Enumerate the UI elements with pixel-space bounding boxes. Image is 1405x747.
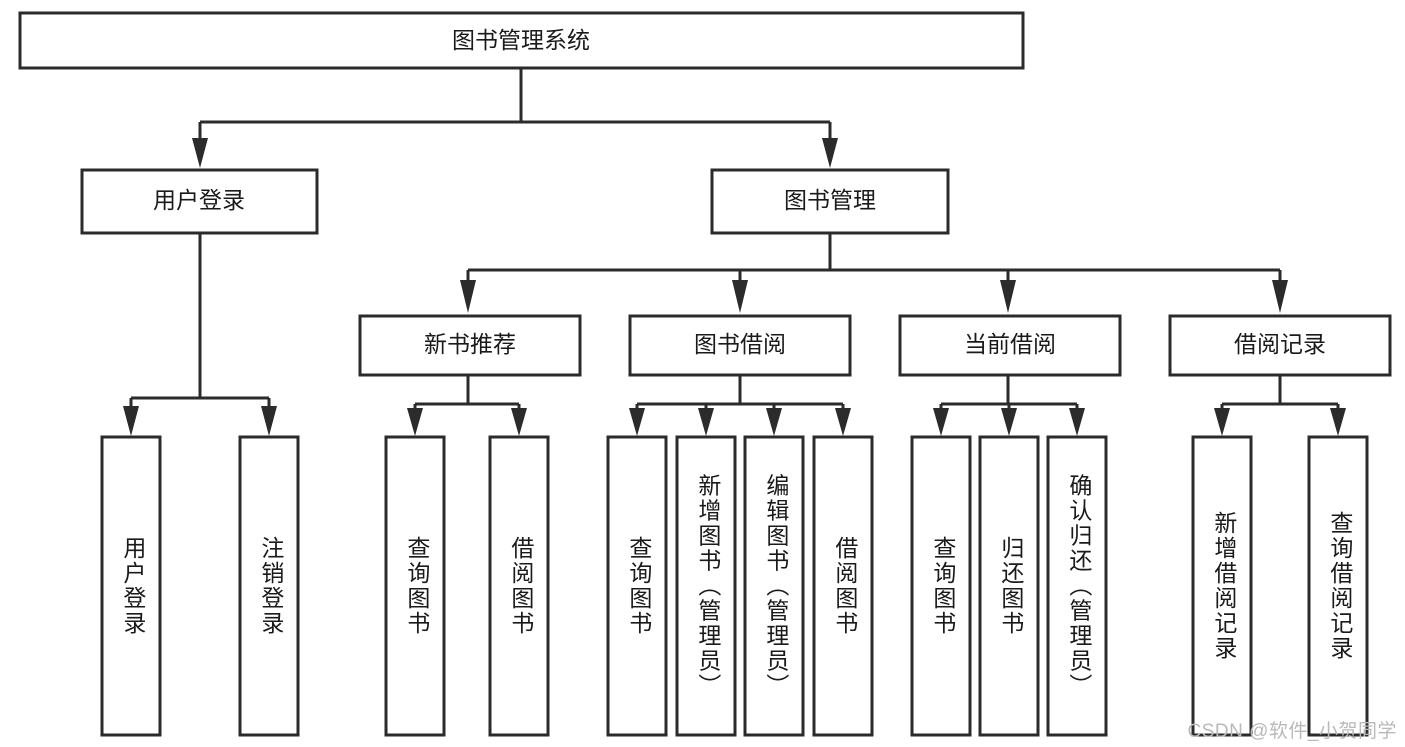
leaf-borrow-records-1[interactable]: 新增借阅记录 [1191,435,1253,737]
leaf-book-borrow-4-box[interactable] [812,435,874,737]
node-new-book-recommend[interactable]: 新书推荐 [358,314,582,377]
arrowhead-current-leaf-2 [1001,408,1017,436]
connector-layer [123,68,1346,436]
arrowhead-records-leaf-2 [1330,408,1346,436]
leaf-book-borrow-1-box[interactable] [606,435,668,737]
arrowhead-root-to-bookmgmt [822,138,838,168]
arrowhead-to-newbook [460,280,476,313]
leaf-current-borrow-2-label: 归还图书 [998,536,1025,636]
node-borrow-records-box[interactable] [1168,314,1392,377]
node-root[interactable]: 图书管理系统 [18,11,1025,70]
leaf-book-borrow-2-label: 新增图书（管理员） [695,474,722,699]
arrowhead-borrow-leaf-3 [766,408,782,436]
node-current-borrow[interactable]: 当前借阅 [898,314,1122,377]
node-user-login-box[interactable] [80,168,319,235]
node-user-login[interactable]: 用户登录 [80,168,319,235]
node-book-borrow-box[interactable] [628,314,852,377]
node-book-management-label: 图书管理 [784,187,876,213]
leaf-current-borrow-3-box[interactable] [1046,435,1108,737]
node-book-management[interactable]: 图书管理 [710,168,950,235]
arrowhead-to-current [1000,280,1016,313]
leaf-new-book-2[interactable]: 借阅图书 [488,435,550,737]
leaf-book-borrow-3[interactable]: 编辑图书（管理员） [743,435,805,737]
node-current-borrow-label: 当前借阅 [964,331,1056,357]
leaf-new-book-2-box[interactable] [488,435,550,737]
leaf-current-borrow-1[interactable]: 查询图书 [910,435,972,737]
leaf-user-login-2-label: 注销登录 [258,536,285,636]
arrowhead-user-leaf-2 [261,406,277,436]
arrowhead-newbook-leaf-1 [407,408,423,436]
node-borrow-records[interactable]: 借阅记录 [1168,314,1392,377]
leaf-new-book-1-label: 查询图书 [404,536,431,636]
arrowhead-user-leaf-1 [123,406,139,436]
node-root-label: 图书管理系统 [452,27,590,53]
leaf-book-borrow-2-box[interactable] [675,435,737,737]
leaf-user-login-2[interactable]: 注销登录 [238,435,300,737]
leaf-book-borrow-2[interactable]: 新增图书（管理员） [675,435,737,737]
arrowhead-borrow-leaf-2 [698,408,714,436]
leaf-user-login-1-label: 用户登录 [120,536,147,636]
leaf-borrow-records-2-label: 查询借阅记录 [1327,511,1354,661]
arrowhead-root-to-user [192,138,208,168]
leaf-book-borrow-1[interactable]: 查询图书 [606,435,668,737]
leaf-user-login-2-box[interactable] [238,435,300,737]
node-borrow-records-label: 借阅记录 [1234,331,1326,357]
leaf-book-borrow-1-label: 查询图书 [626,536,653,636]
leaf-new-book-1-box[interactable] [384,435,446,737]
leaf-book-borrow-4-label: 借阅图书 [832,536,859,636]
leaf-book-borrow-3-label: 编辑图书（管理员） [763,474,790,699]
leaf-new-book-2-label: 借阅图书 [508,536,535,636]
leaf-current-borrow-3[interactable]: 确认归还（管理员） [1046,435,1108,737]
arrowhead-to-records [1272,280,1288,313]
node-user-login-label: 用户登录 [153,187,245,213]
leaf-user-login-1-box[interactable] [100,435,162,737]
leaf-borrow-records-2[interactable]: 查询借阅记录 [1307,435,1369,737]
leaf-book-borrow-3-box[interactable] [743,435,805,737]
leaf-user-login-1[interactable]: 用户登录 [100,435,162,737]
arrowhead-current-leaf-3 [1069,408,1085,436]
leaf-current-borrow-2-box[interactable] [978,435,1040,737]
leaf-borrow-records-2-box[interactable] [1307,435,1369,737]
arrowhead-to-borrow [732,280,748,313]
leaf-current-borrow-1-box[interactable] [910,435,972,737]
node-new-book-recommend-box[interactable] [358,314,582,377]
leaf-borrow-records-1-box[interactable] [1191,435,1253,737]
arrowhead-records-leaf-1 [1214,408,1230,436]
node-new-book-recommend-label: 新书推荐 [424,331,516,357]
leaf-new-book-1[interactable]: 查询图书 [384,435,446,737]
arrowhead-borrow-leaf-1 [629,408,645,436]
leaf-current-borrow-1-label: 查询图书 [930,536,957,636]
arrowhead-current-leaf-1 [933,408,949,436]
node-book-borrow-label: 图书借阅 [694,331,786,357]
leaf-borrow-records-1-label: 新增借阅记录 [1211,511,1238,661]
arrowhead-newbook-leaf-2 [511,408,527,436]
leaf-current-borrow-3-label: 确认归还（管理员） [1066,474,1093,699]
arrowhead-borrow-leaf-4 [835,408,851,436]
node-book-management-box[interactable] [710,168,950,235]
node-current-borrow-box[interactable] [898,314,1122,377]
leaf-book-borrow-4[interactable]: 借阅图书 [812,435,874,737]
node-root-box[interactable] [18,11,1025,70]
leaf-current-borrow-2[interactable]: 归还图书 [978,435,1040,737]
node-book-borrow[interactable]: 图书借阅 [628,314,852,377]
